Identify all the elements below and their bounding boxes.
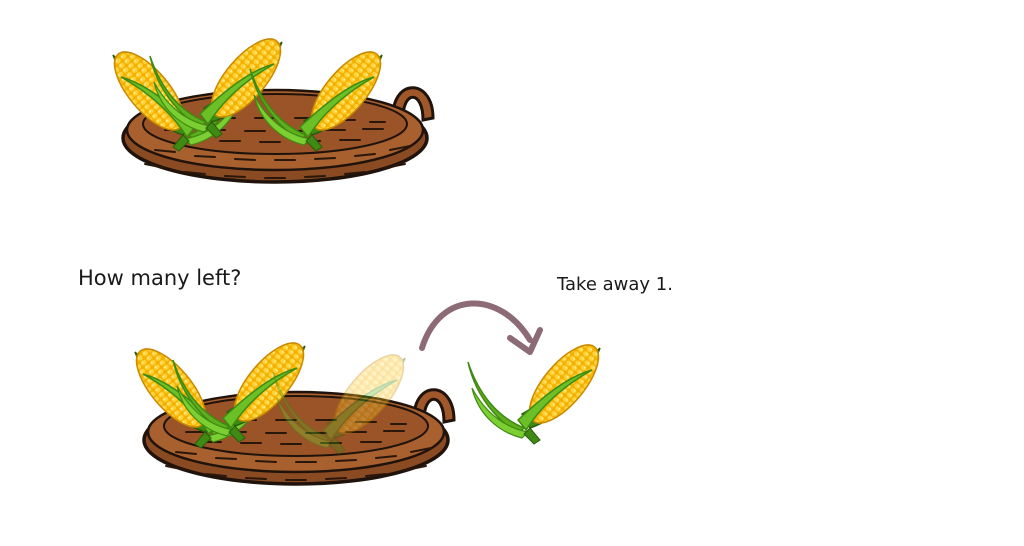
question-text: How many left?	[78, 266, 242, 290]
instruction-text: Take away 1.	[557, 274, 673, 295]
corn-taken-away	[467, 333, 611, 445]
take-away-arrow	[419, 300, 543, 355]
bottom-basket-group	[124, 331, 456, 486]
top-basket-group	[102, 27, 435, 184]
